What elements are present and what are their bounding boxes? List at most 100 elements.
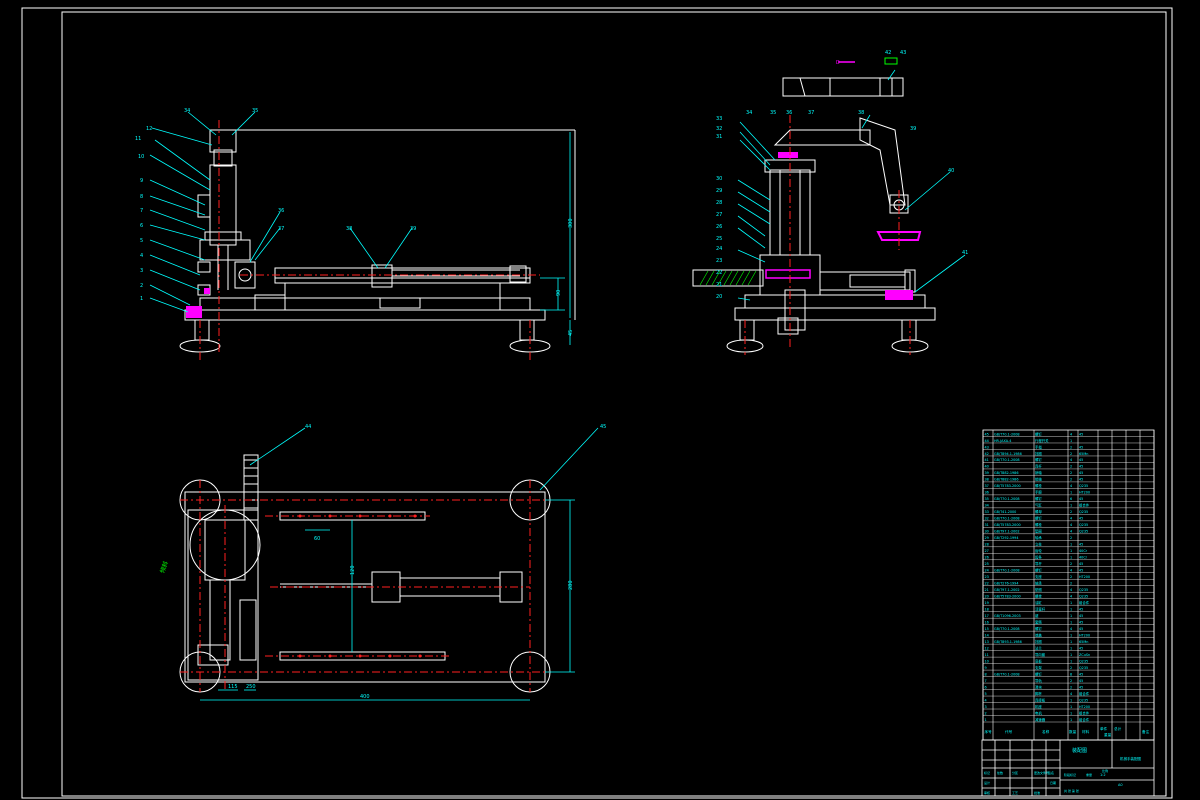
bom-header-material: 材料 [1082,729,1090,734]
bom-cell-material: ZCuSn [1079,653,1090,657]
bom-cell-qty: 2 [1070,536,1072,540]
side-leader-label: 8 [140,194,143,200]
bom-cell-qty: 1 [1070,698,1072,702]
bom-cell-number: 28 [985,543,989,547]
top-leader-label: 44 [305,424,311,430]
bom-cell-material: HT200 [1079,575,1090,579]
front-leader-label: 43 [900,50,906,56]
bom-cell-qty: 2 [1070,478,1072,482]
bom-cell-number: 8 [985,672,987,676]
bom-cell-material: HT200 [1079,633,1090,637]
bom-cell-material: Q235 [1079,595,1088,599]
bom-cell-number: 15 [985,627,989,631]
front-leader-label: 21 [716,282,722,288]
front-leader-label: 31 [716,134,722,140]
bom-cell-number: 2 [985,711,987,715]
bom-cell-material: Q235 [1079,530,1088,534]
top-dim-label: 400 [360,694,370,700]
side-leader-label: 2 [140,283,143,289]
bom-cell-name: 螺栓 [1035,483,1042,488]
bom-cell-code: GB/T70.1-2008 [994,517,1020,521]
bom-cell-qty: 2 [1070,582,1072,586]
bom-cell-number: 12 [985,646,989,650]
bom-cell-name: 立柱 [1035,542,1042,547]
bom-cell-name: 螺钉 [1035,431,1042,436]
bom-cell-material: 45 [1079,478,1083,482]
front-view-centerlines [744,115,911,355]
bom-cell-material: Q235 [1079,666,1088,670]
detail-view-label: D [836,60,840,66]
bom-cell-qty: 1 [1070,549,1072,553]
bom-cell-name: 手指 [1035,444,1042,449]
front-leader-label: 32 [716,126,722,132]
bom-cell-material: 40Cr [1079,556,1088,560]
title-block-label: 处数 [997,770,1003,775]
bom-cell-number: 36 [985,491,989,495]
bom-cell-number: 29 [985,536,989,540]
bom-cell-material: 45 [1079,627,1083,631]
bom-cell-number: 40 [985,465,989,469]
bom-cell-qty: 1 [1070,601,1072,605]
bom-cell-qty: 1 [1070,705,1072,709]
bom-cell-number: 41 [985,458,989,462]
bom-cell-qty: 1 [1070,607,1072,611]
bom-cell-material: 45 [1079,562,1083,566]
bom-cell-number: 11 [985,653,989,657]
side-leader-label: 36 [278,208,284,214]
front-view-highlights [765,57,922,300]
bom-cell-material: 45 [1079,685,1083,689]
bom-cell-qty: 4 [1070,432,1072,436]
bom-cell-qty: 8 [1070,672,1072,676]
bom-cell-material: Q235 [1079,659,1088,663]
bom-cell-number: 25 [985,562,989,566]
bom-cell-qty: 1 [1070,439,1072,443]
title-block-label: 重量 [1086,772,1092,777]
bom-cell-number: 22 [985,582,989,586]
side-leader-label: 10 [138,154,144,160]
bom-cell-number: 37 [985,484,989,488]
bom-cell-code: GB/T41-2000 [994,510,1016,514]
bom-cell-number: 7 [985,679,987,683]
bom-cell-number: 33 [985,510,989,514]
side-leader-label: 37 [278,226,284,232]
side-dim-label: 300 [568,218,574,228]
bom-cell-number: 19 [985,601,989,605]
title-block-label: 共 张 第 张 [1064,788,1079,793]
side-leader-label: 3 [140,268,143,274]
bom-cell-material: HT200 [1079,491,1090,495]
top-leader-label: 45 [600,424,606,430]
bom-cell-qty: 4 [1070,569,1072,573]
front-leader-label: 39 [910,126,916,132]
bom-header-single: 单件 [1100,726,1108,731]
bom-cell-number: 14 [985,633,989,637]
bom-cell-qty: 1 [1070,646,1072,650]
bom-cell-number: 16 [985,620,989,624]
bom-cell-number: 5 [985,692,987,696]
front-leader-label: 35 [770,110,776,116]
bom-cell-name: 螺栓 [1035,594,1042,599]
bom-header-weight: 重量 [1104,732,1112,737]
bom-cell-material: 组合件 [1079,600,1090,605]
bom-cell-name: 齿轮 [1035,548,1042,553]
side-leader-label: 4 [140,253,143,259]
bom-cell-number: 24 [985,569,989,573]
bom-cell-code: GB/T276-1994 [994,582,1019,586]
bom-cell-code: GB/T882-1986 [994,478,1019,482]
bom-cell-material: 45 [1079,569,1083,573]
top-dim-label: 120 [350,565,356,575]
bom-cell-number: 35 [985,497,989,501]
bom-cell-qty: 1 [1070,653,1072,657]
bom-cell-name: 螺钉 [1035,457,1042,462]
bom-cell-number: 3 [985,705,987,709]
top-view-side-note: 倾斜 [158,560,170,574]
bom-header-name: 名称 [1042,729,1050,734]
bom-cell-name: 连杆 [1035,464,1042,469]
bom-cell-code: GB/T893.1-1986 [994,640,1022,644]
side-view-dimension-lines [149,111,571,345]
bom-cell-number: 9 [985,666,987,670]
bom-cell-name: 齿条 [1035,555,1042,560]
